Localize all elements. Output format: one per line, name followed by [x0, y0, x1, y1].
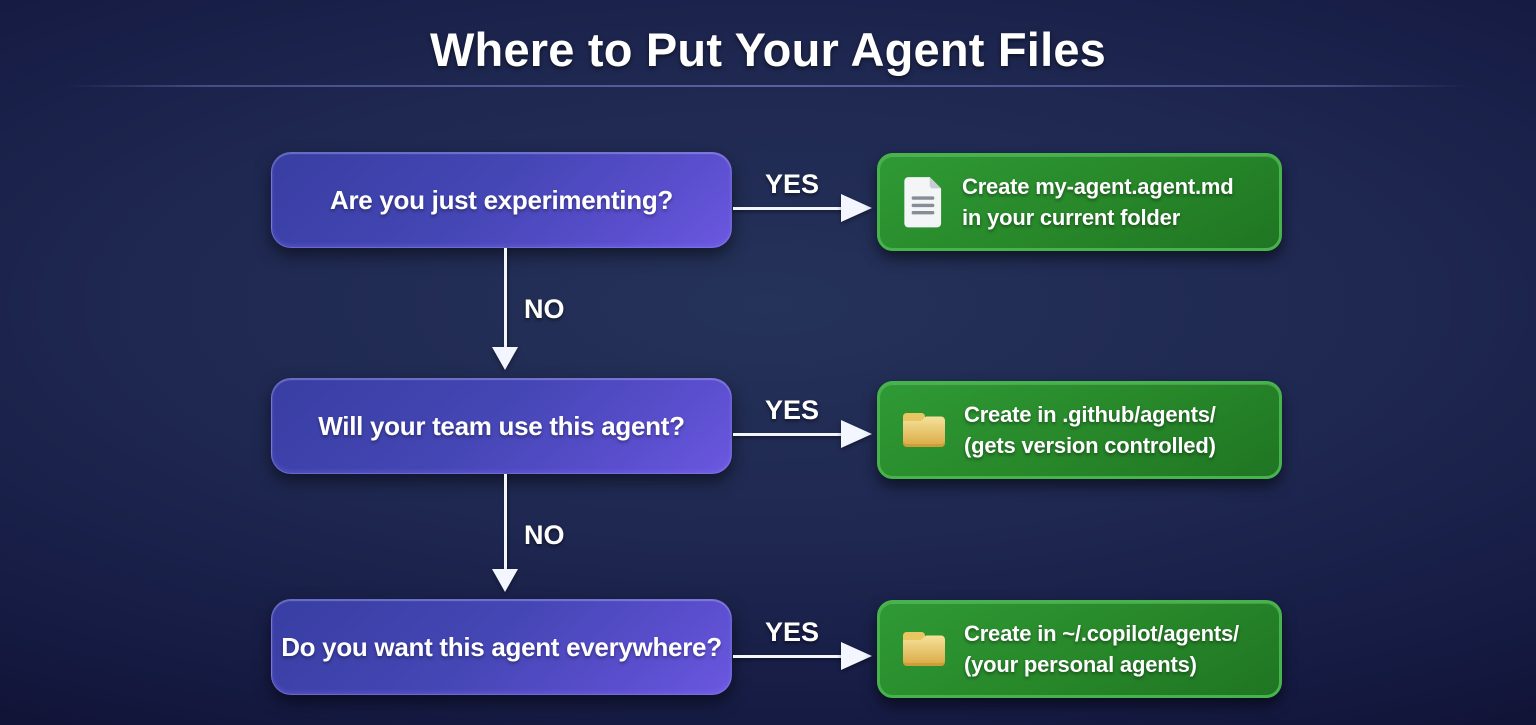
- answer-box-current-folder: Create my-agent.agent.md in your current…: [877, 153, 1282, 251]
- question-text: Do you want this agent everywhere?: [281, 631, 722, 662]
- no-connector-1: NO: [491, 248, 611, 370]
- answer-box-github-agents: Create in .github/agents/ (gets version …: [877, 381, 1282, 479]
- answer-box-copilot-agents: Create in ~/.copilot/agents/ (your perso…: [877, 600, 1282, 698]
- document-icon: [900, 176, 946, 228]
- answer-line-2: in your current folder: [962, 205, 1181, 230]
- arrow-down-icon: [492, 569, 518, 592]
- question-box-team-use: Will your team use this agent?: [271, 378, 732, 474]
- folder-icon: [900, 410, 948, 450]
- arrow-down-icon: [492, 347, 518, 370]
- question-text: Will your team use this agent?: [318, 410, 685, 441]
- arrow-line: [733, 433, 843, 436]
- no-label: NO: [524, 294, 565, 324]
- yes-arrow-2: YES: [733, 395, 873, 455]
- arrow-line: [504, 248, 507, 348]
- answer-text: Create in ~/.copilot/agents/ (your perso…: [964, 618, 1239, 680]
- arrow-line: [733, 655, 843, 658]
- yes-label: YES: [764, 169, 820, 199]
- answer-line-2: (gets version controlled): [964, 433, 1216, 458]
- question-box-experimenting: Are you just experimenting?: [271, 152, 732, 248]
- title-divider: [66, 85, 1468, 87]
- answer-line-1: Create my-agent.agent.md: [962, 174, 1234, 199]
- folder-icon: [900, 629, 948, 669]
- arrow-right-icon: [841, 194, 872, 222]
- answer-text: Create my-agent.agent.md in your current…: [962, 171, 1234, 233]
- answer-line-2: (your personal agents): [964, 652, 1197, 677]
- arrow-line: [504, 474, 507, 570]
- no-label: NO: [524, 520, 565, 550]
- no-connector-2: NO: [491, 474, 611, 592]
- question-text: Are you just experimenting?: [330, 184, 673, 215]
- yes-arrow-1: YES: [733, 169, 873, 229]
- yes-arrow-3: YES: [733, 617, 873, 677]
- answer-line-1: Create in ~/.copilot/agents/: [964, 621, 1239, 646]
- arrow-right-icon: [841, 642, 872, 670]
- answer-line-1: Create in .github/agents/: [964, 402, 1216, 427]
- page-title: Where to Put Your Agent Files: [429, 23, 1107, 76]
- answer-text: Create in .github/agents/ (gets version …: [964, 399, 1216, 461]
- arrow-line: [733, 207, 843, 210]
- arrow-right-icon: [841, 420, 872, 448]
- question-box-everywhere: Do you want this agent everywhere?: [271, 599, 732, 695]
- yes-label: YES: [764, 395, 820, 425]
- yes-label: YES: [764, 617, 820, 647]
